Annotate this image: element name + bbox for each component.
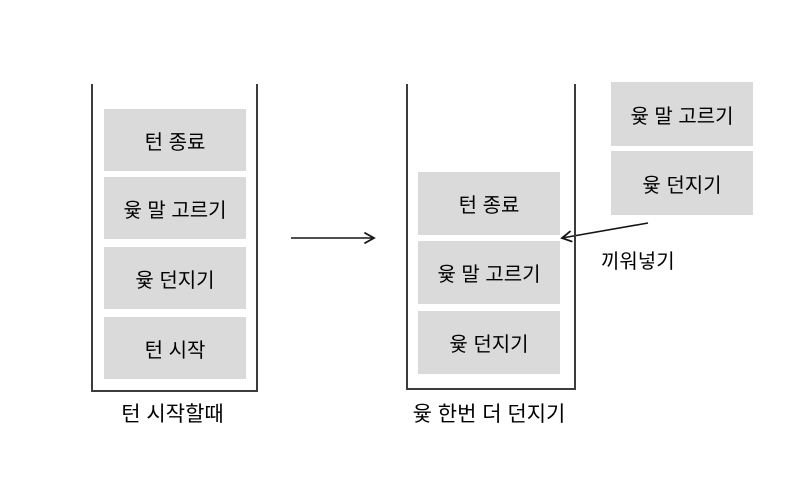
stack-item-throw-yut: 윷 던지기 bbox=[104, 247, 246, 309]
stack-item-turn-start: 턴 시작 bbox=[104, 317, 246, 379]
insert-annotation: 끼워넣기 bbox=[601, 251, 675, 273]
stack-item-turn-end: 턴 종료 bbox=[104, 109, 246, 171]
incoming-item-throw-yut: 윷 던지기 bbox=[611, 151, 753, 215]
incoming-item-choose-piece: 윷 말 고르기 bbox=[611, 82, 753, 146]
stack-throw-again: 턴 종료 윷 말 고르기 윷 던지기 bbox=[406, 84, 576, 390]
left-stack-caption: 턴 시작할때 bbox=[121, 403, 224, 426]
stack-turn-start: 턴 종료 윷 말 고르기 윷 던지기 턴 시작 bbox=[91, 84, 258, 392]
stack-item-turn-end: 턴 종료 bbox=[418, 172, 560, 235]
mid-stack-caption: 윷 한번 더 던지기 bbox=[412, 403, 566, 426]
stack-item-choose-piece: 윷 말 고르기 bbox=[104, 177, 246, 239]
stack-item-throw-yut: 윷 던지기 bbox=[418, 311, 560, 374]
stack-item-choose-piece: 윷 말 고르기 bbox=[418, 241, 560, 304]
